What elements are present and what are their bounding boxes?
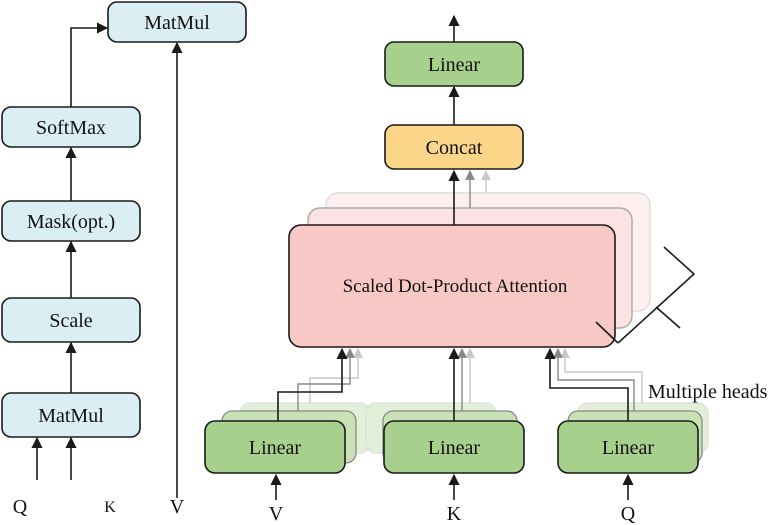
attention-box: Scaled Dot-Product Attention (288, 224, 616, 348)
softmax-label: SoftMax (36, 117, 106, 139)
top-matmul-label: MatMul (144, 12, 210, 34)
mask-box: Mask(opt.) (1, 200, 141, 242)
bottom-matmul-box: MatMul (1, 392, 141, 438)
concat-box: Concat (384, 124, 524, 170)
scale-box: Scale (1, 297, 141, 343)
left-arrows (31, 22, 183, 498)
linear-q-label: Linear (602, 437, 655, 459)
input-q-right: Q (621, 503, 636, 525)
input-v-left: V (170, 496, 185, 518)
heads-bracket (595, 246, 696, 344)
scaled-dot-product-detail: MatMul SoftMax Mask(opt.) Scale MatMul (1, 1, 247, 518)
concat-label: Concat (426, 137, 483, 159)
linear-v-box: Linear (204, 420, 346, 474)
output-linear-label: Linear (428, 54, 481, 76)
mask-label: Mask(opt.) (27, 211, 115, 233)
input-k-right: K (447, 503, 462, 525)
output-linear-box: Linear (384, 41, 524, 87)
linear-v-label: Linear (249, 437, 302, 459)
top-matmul-box: MatMul (107, 1, 247, 43)
input-v-right: V (269, 503, 284, 525)
bottom-matmul-label: MatMul (38, 405, 104, 427)
scale-label: Scale (49, 310, 92, 332)
attention-label: Scaled Dot-Product Attention (343, 276, 568, 297)
multi-head-attention: Linear Concat Scaled Dot-Product Attenti… (204, 14, 768, 525)
input-k-left: K (104, 499, 116, 516)
multiple-heads-label: Multiple heads (648, 381, 768, 403)
input-arrows (270, 473, 634, 500)
head-connectors (277, 347, 643, 421)
softmax-box: SoftMax (1, 106, 141, 148)
linear-k-label: Linear (428, 437, 481, 459)
input-q-left: Q (13, 496, 28, 518)
linear-k-box: Linear (383, 420, 525, 474)
linear-q-box: Linear (557, 420, 699, 474)
